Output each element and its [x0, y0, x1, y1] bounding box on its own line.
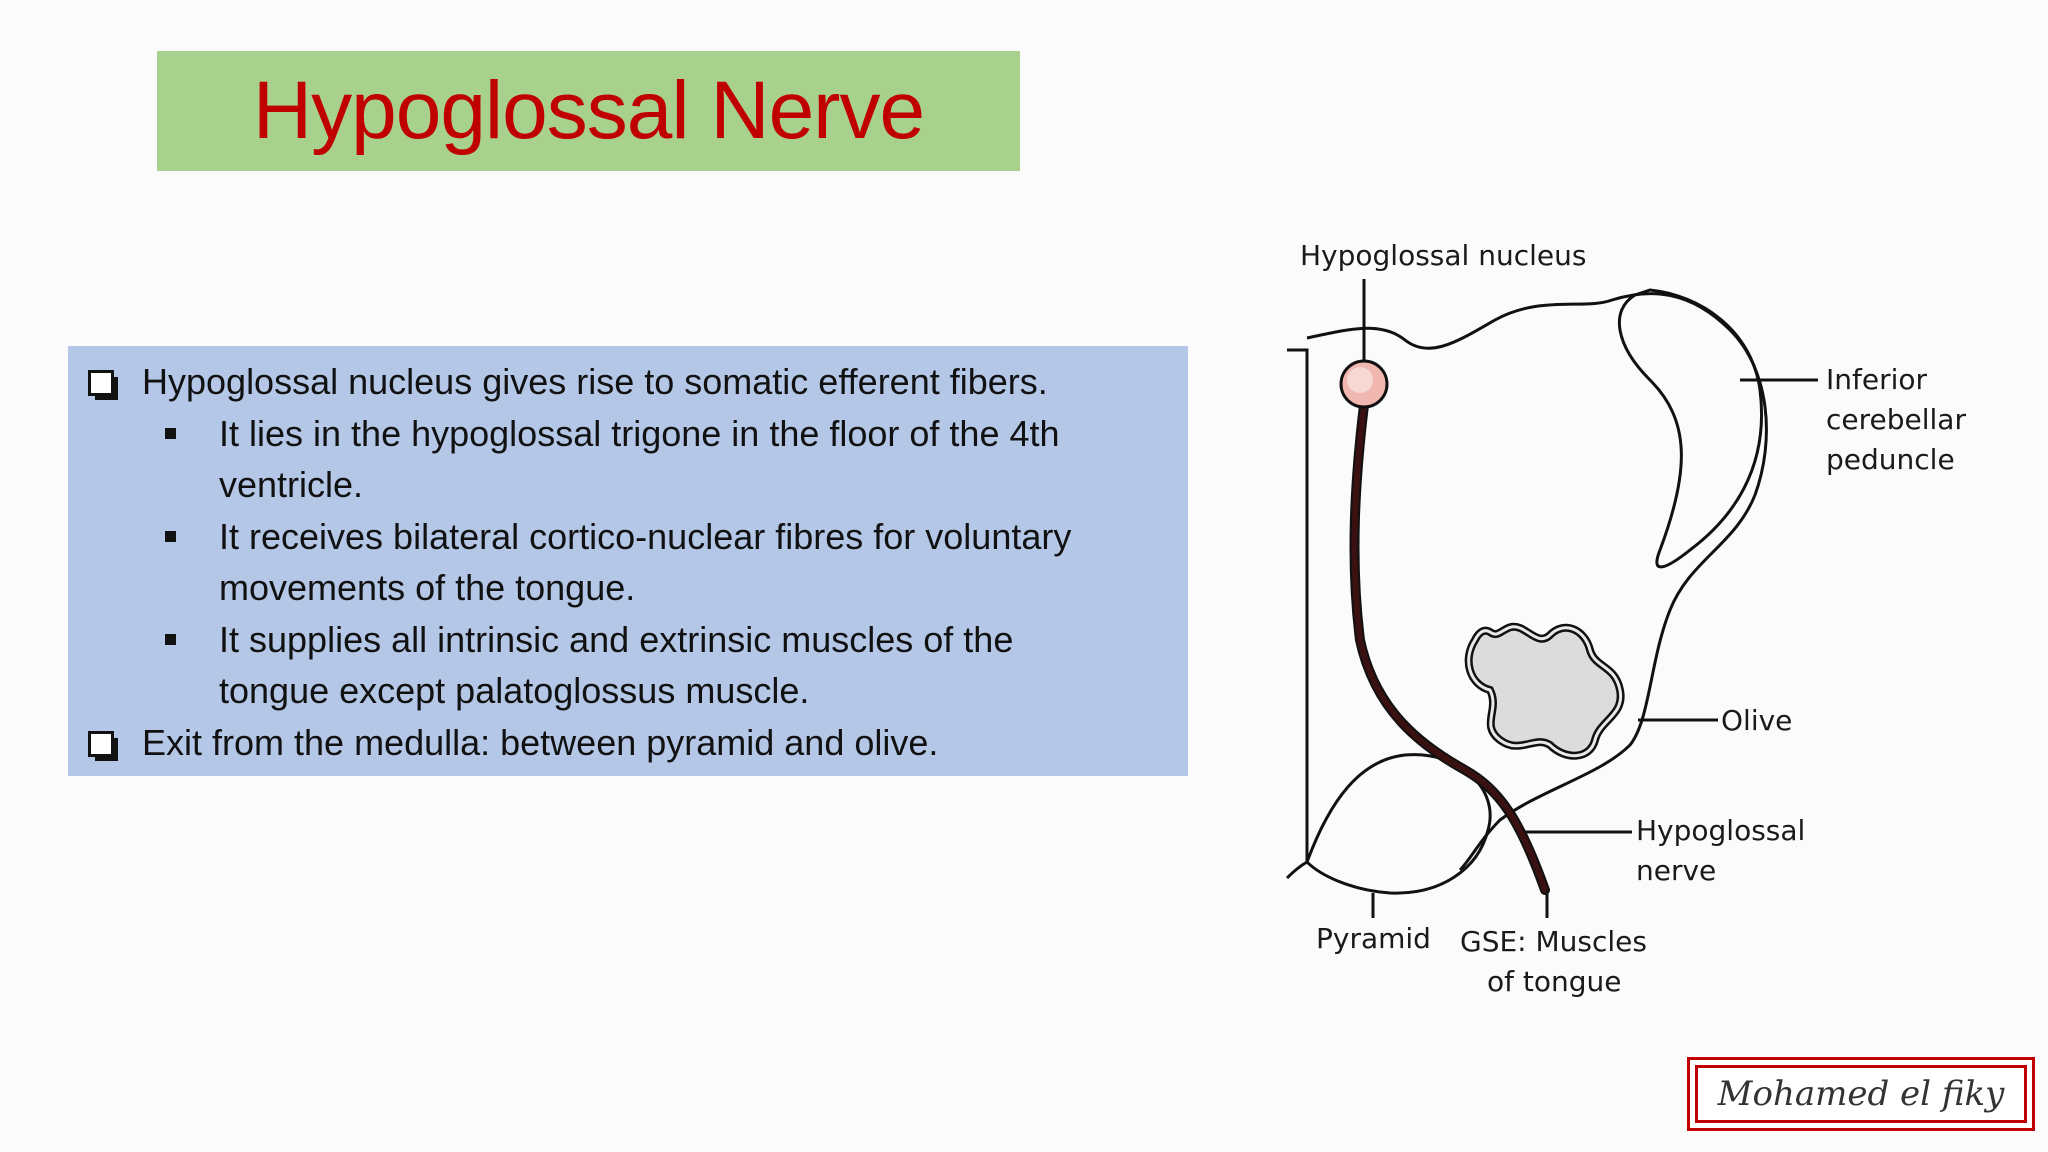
bullet-text: Exit from the medulla: between pyramid a…	[142, 721, 939, 763]
label-olive: Olive	[1721, 704, 1792, 737]
medulla-diagram: Hypoglossal nucleus Inferior cerebellar …	[1285, 239, 1966, 998]
sub-bullet-item: It supplies all intrinsic and extrinsic …	[68, 614, 1188, 717]
bullet-text: Hypoglossal nucleus gives rise to somati…	[142, 361, 1048, 402]
label-gse: of tongue	[1487, 965, 1622, 998]
label-gse: GSE: Muscles	[1460, 925, 1647, 958]
bullet-text: ventricle.	[219, 464, 364, 505]
bullet-item: Hypoglossal nucleus gives rise to somati…	[68, 356, 1188, 408]
bullet-text: tongue except palatoglossus muscle.	[219, 670, 810, 711]
checkbox-bullet-icon	[88, 370, 118, 400]
label-inferior-cerebellar-peduncle: Inferior	[1826, 363, 1928, 396]
info-box: Hypoglossal nucleus gives rise to somati…	[68, 346, 1188, 776]
bullet-text: It supplies all intrinsic and extrinsic …	[219, 618, 1014, 660]
label-pyramid: Pyramid	[1316, 922, 1431, 955]
bullet-text: It lies in the hypoglossal trigone in th…	[219, 412, 1060, 454]
square-bullet-icon	[165, 633, 176, 645]
label-hypoglossal-nucleus: Hypoglossal nucleus	[1300, 239, 1586, 272]
author-signature: Mohamed el fiky	[1687, 1057, 2035, 1131]
label-inferior-cerebellar-peduncle: peduncle	[1826, 443, 1955, 476]
inferior-cerebellar-peduncle-shape	[1618, 288, 1763, 569]
pyramid-shape	[1305, 753, 1492, 895]
medulla-outline	[1306, 292, 1768, 872]
bullet-text: movements of the tongue.	[219, 567, 636, 608]
checkbox-bullet-icon	[88, 730, 118, 761]
label-inferior-cerebellar-peduncle: cerebellar	[1826, 403, 1966, 436]
bullet-item: Exit from the medulla: between pyramid a…	[68, 717, 1188, 769]
midline	[1287, 348, 1309, 862]
sub-bullet-item: It lies in the hypoglossal trigone in th…	[68, 408, 1188, 511]
slide-title: Hypoglossal Nerve	[252, 65, 925, 156]
signature-text: Mohamed el fiky	[1695, 1065, 2027, 1123]
sub-bullet-item: It receives bilateral cortico-nuclear fi…	[68, 511, 1188, 614]
square-bullet-icon	[165, 530, 176, 542]
square-bullet-icon	[165, 427, 176, 439]
label-hypoglossal-nerve: nerve	[1636, 854, 1716, 887]
title-banner: Hypoglossal Nerve	[157, 51, 1020, 171]
bullet-text: It receives bilateral cortico-nuclear fi…	[219, 515, 1072, 557]
label-hypoglossal-nerve: Hypoglossal	[1636, 814, 1805, 847]
